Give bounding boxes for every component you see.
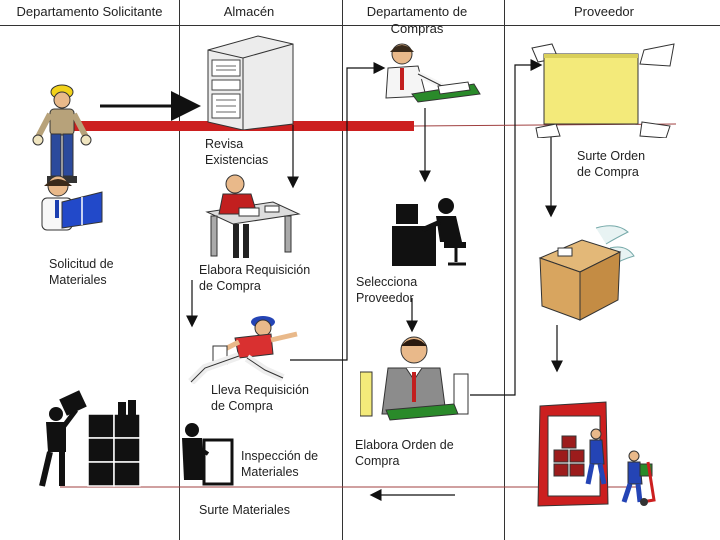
arrow-lleva-to-compras	[290, 62, 386, 361]
reading-person-icon	[41, 175, 103, 231]
step-inspeccion-materiales: Inspección de Materiales	[241, 449, 319, 479]
arrow-orden-to-proveedor	[470, 59, 543, 396]
inspector-icon	[182, 423, 234, 486]
lane-header-compras: Departamento de Compras	[366, 4, 468, 36]
server-cabinet-icon	[207, 35, 294, 130]
flying-box-icon	[538, 225, 635, 321]
step-elabora-orden: Elabora Orden de Compra	[355, 438, 454, 468]
step-selecciona-proveedor: Selecciona Proveedor	[356, 275, 418, 305]
desk-worker-icon	[205, 174, 301, 258]
step-revisa-existencias: Revisa Existencias	[205, 137, 269, 167]
lane-divider-3	[504, 0, 505, 540]
lane-header-proveedor: Proveedor	[574, 4, 634, 19]
lane-header-almacen: Almacén	[223, 4, 275, 19]
writing-person-icon	[385, 43, 481, 103]
manager-icon	[360, 336, 469, 421]
header-divider	[0, 25, 720, 26]
lane-divider-2	[342, 0, 343, 540]
lane-header-solicitante: Departamento Solicitante	[16, 4, 163, 19]
step-elabora-requisicion: Elabora Requisición de Compra	[199, 263, 311, 293]
delivery-truck-icon	[537, 401, 656, 507]
computer-user-icon	[392, 198, 466, 266]
folder-handoff-icon	[531, 43, 675, 138]
step-solicitud-materiales: Solicitud de Materiales	[49, 257, 114, 287]
step-surte-orden: Surte Orden de Compra	[577, 149, 646, 179]
step-lleva-requisicion: Lleva Requisición de Compra	[211, 383, 309, 413]
lane-divider-1	[179, 0, 180, 540]
step-surte-materiales: Surte Materiales	[199, 503, 291, 517]
loading-worker-icon	[39, 390, 141, 487]
running-courier-icon	[188, 316, 298, 384]
